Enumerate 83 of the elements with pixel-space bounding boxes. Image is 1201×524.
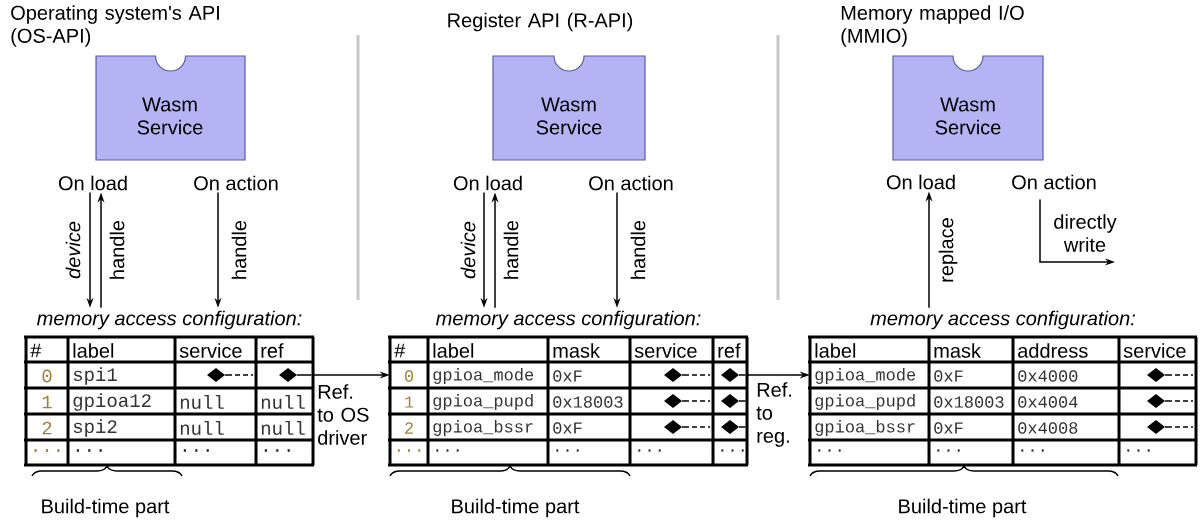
cell-text: 2 [42,421,52,435]
cell-text: label [815,343,856,358]
cell-text: gpioa_mode [433,368,534,384]
cell-text: service [1123,343,1186,358]
cell-text: mask [934,343,981,358]
service-box: Wasm Service [892,55,1044,161]
cell-text: ref [718,343,741,358]
cell-text: gpioa_pupd [433,394,533,410]
brace-label: Build-time part [42,498,170,518]
cell-text: gpioa_bssr [433,420,533,436]
table-heading: memory access configuration: [870,310,1135,330]
cell-text: ... [183,449,209,452]
cell-text: ... [556,449,579,452]
cell-text: ... [937,449,960,452]
cell-text: 0xF [553,370,582,382]
edge-label: handle [630,220,646,279]
cell-text: ... [818,449,841,452]
cell-text: 0x4004 [1018,396,1078,408]
panel-title: Register API (R-API) [448,12,633,32]
cell-text: service [634,343,697,358]
cell-text: ... [76,449,102,452]
cell-text: 0 [42,369,52,383]
cell-text: 0x18003 [934,396,1004,408]
service-box: Wasm Service [492,55,646,161]
cell-text: 0 [404,370,414,382]
cell-text: mask [553,343,600,358]
cell-text: label [73,343,114,358]
cell-text: null [180,395,224,409]
cell-text: 0xF [934,422,963,434]
edge-label: device [65,221,81,279]
cell-text: ... [34,449,60,452]
cell-text: spi1 [73,367,117,385]
cell-text: null [261,395,305,409]
event-label: On action [589,175,673,191]
edge-label: directly write [1054,214,1117,252]
cell-text: ref [261,343,284,358]
cell-text: 0x4000 [1018,370,1078,382]
cell-text: gpioa_bssr [815,420,915,436]
edge-label: Ref. to OS driver [317,384,369,445]
edge-label: Ref. to reg. [756,382,792,447]
event-label: On load [453,175,522,191]
table-heading: memory access configuration: [37,310,302,330]
brace-label: Build-time part [899,498,1027,518]
cell-text: ... [1021,449,1044,452]
config-table [24,310,315,467]
cell-text: ... [264,449,290,452]
cell-text: gpioa_pupd [815,394,915,410]
cell-text: # [394,343,406,358]
edge-label: handle [109,220,125,279]
edge-label: handle [503,220,519,279]
edge-label: handle [231,220,247,279]
cell-text: gpioa_mode [815,368,916,384]
cell-text: gpioa12 [73,393,151,411]
cell-text: 1 [42,395,52,409]
cell-text: ... [1127,449,1150,452]
cell-text: ... [638,449,661,452]
cell-text: 0xF [553,422,582,434]
cell-text: 0x18003 [553,396,623,408]
edge-label: replace [938,218,958,282]
config-table [388,310,749,467]
cell-text: 2 [405,422,413,434]
cell-text: address [1018,343,1088,358]
cell-text: 0x4008 [1018,422,1078,434]
cell-text: null [180,421,224,435]
cell-text: 1 [405,396,414,408]
cell-text: service [179,343,242,358]
cell-text: # [30,343,42,358]
event-label: On action [1012,174,1096,190]
service-box: Wasm Service [95,55,246,161]
event-label: On load [58,175,127,191]
cell-text: spi2 [73,419,117,437]
cell-text: ... [721,449,744,452]
table-heading: memory access configuration: [436,310,701,330]
cell-text: ... [436,449,459,452]
cell-text: ... [397,449,421,452]
cell-text: null [261,421,305,435]
edge-label: device [460,221,476,279]
event-label: On load [886,174,955,190]
event-label: On action [194,175,278,191]
cell-text: label [433,343,474,358]
brace-label: Build-time part [452,498,580,518]
cell-text: 0xF [934,370,963,382]
config-table [808,310,1198,467]
